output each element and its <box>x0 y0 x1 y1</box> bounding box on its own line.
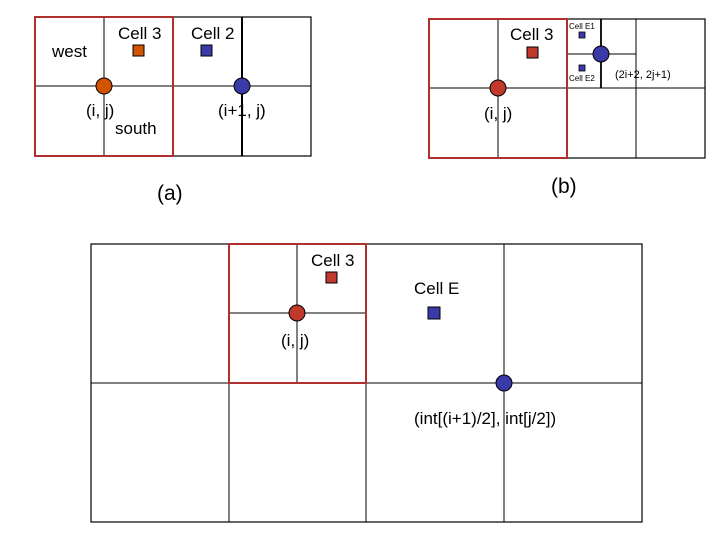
panel-c-point-coarse <box>495 374 513 392</box>
panel-c-cell3-box <box>228 243 367 384</box>
panel-b-point-fine <box>592 45 610 63</box>
panel-a-point-ij-label: (i, j) <box>86 101 114 120</box>
panel-b-cellE1-label: Cell E1 <box>569 22 595 31</box>
panel-c: Cell 3 Cell E (i, j) (int[(i+1)/2], int[… <box>90 243 643 523</box>
panel-c-point-ij-label: (i, j) <box>281 331 309 350</box>
panel-b-point-ij-label: (i, j) <box>484 104 512 123</box>
panel-a-caption: (a) <box>157 182 183 205</box>
panel-a-point-i1j <box>233 77 251 95</box>
panel-a-cell3-box <box>34 16 174 157</box>
panel-c-point-ij <box>288 304 306 322</box>
panel-a: Cell 3 Cell 2 west south (i, j) (i+1, j)… <box>34 16 312 205</box>
panel-c-cellE-label: Cell E <box>414 279 459 298</box>
panel-b-cellE2-marker <box>578 64 586 72</box>
panel-c-point-coarse-label: (int[(i+1)/2], int[j/2]) <box>414 409 556 428</box>
panel-c-cellE-marker <box>427 306 441 320</box>
panel-a-point-i1j-label: (i+1, j) <box>218 101 266 120</box>
panel-c-cell3-marker <box>325 271 338 284</box>
panel-b-point-fine-label: (2i+2, 2j+1) <box>615 69 671 81</box>
panel-a-cell3-label: Cell 3 <box>118 24 161 43</box>
panel-a-west-label: west <box>51 42 87 61</box>
panel-a-cell2-label: Cell 2 <box>191 24 234 43</box>
panel-b-cell3-box <box>428 18 568 159</box>
panel-b: Cell 3 Cell E1 Cell E2 (i, j) (2i+2, 2j+… <box>428 18 706 198</box>
panel-c-cell3-label: Cell 3 <box>311 251 354 270</box>
panel-b-point-ij <box>489 79 507 97</box>
panel-a-south-label: south <box>115 119 157 138</box>
panel-b-caption: (b) <box>551 175 577 198</box>
panel-a-cell2-marker <box>200 44 213 57</box>
panel-a-point-ij <box>95 77 113 95</box>
panel-b-cell3-label: Cell 3 <box>510 25 553 44</box>
panel-b-cellE2-label: Cell E2 <box>569 74 595 83</box>
panel-b-cell3-marker <box>526 46 539 59</box>
panel-a-cell3-marker <box>132 44 145 57</box>
panel-b-cellE1-marker <box>578 31 586 39</box>
